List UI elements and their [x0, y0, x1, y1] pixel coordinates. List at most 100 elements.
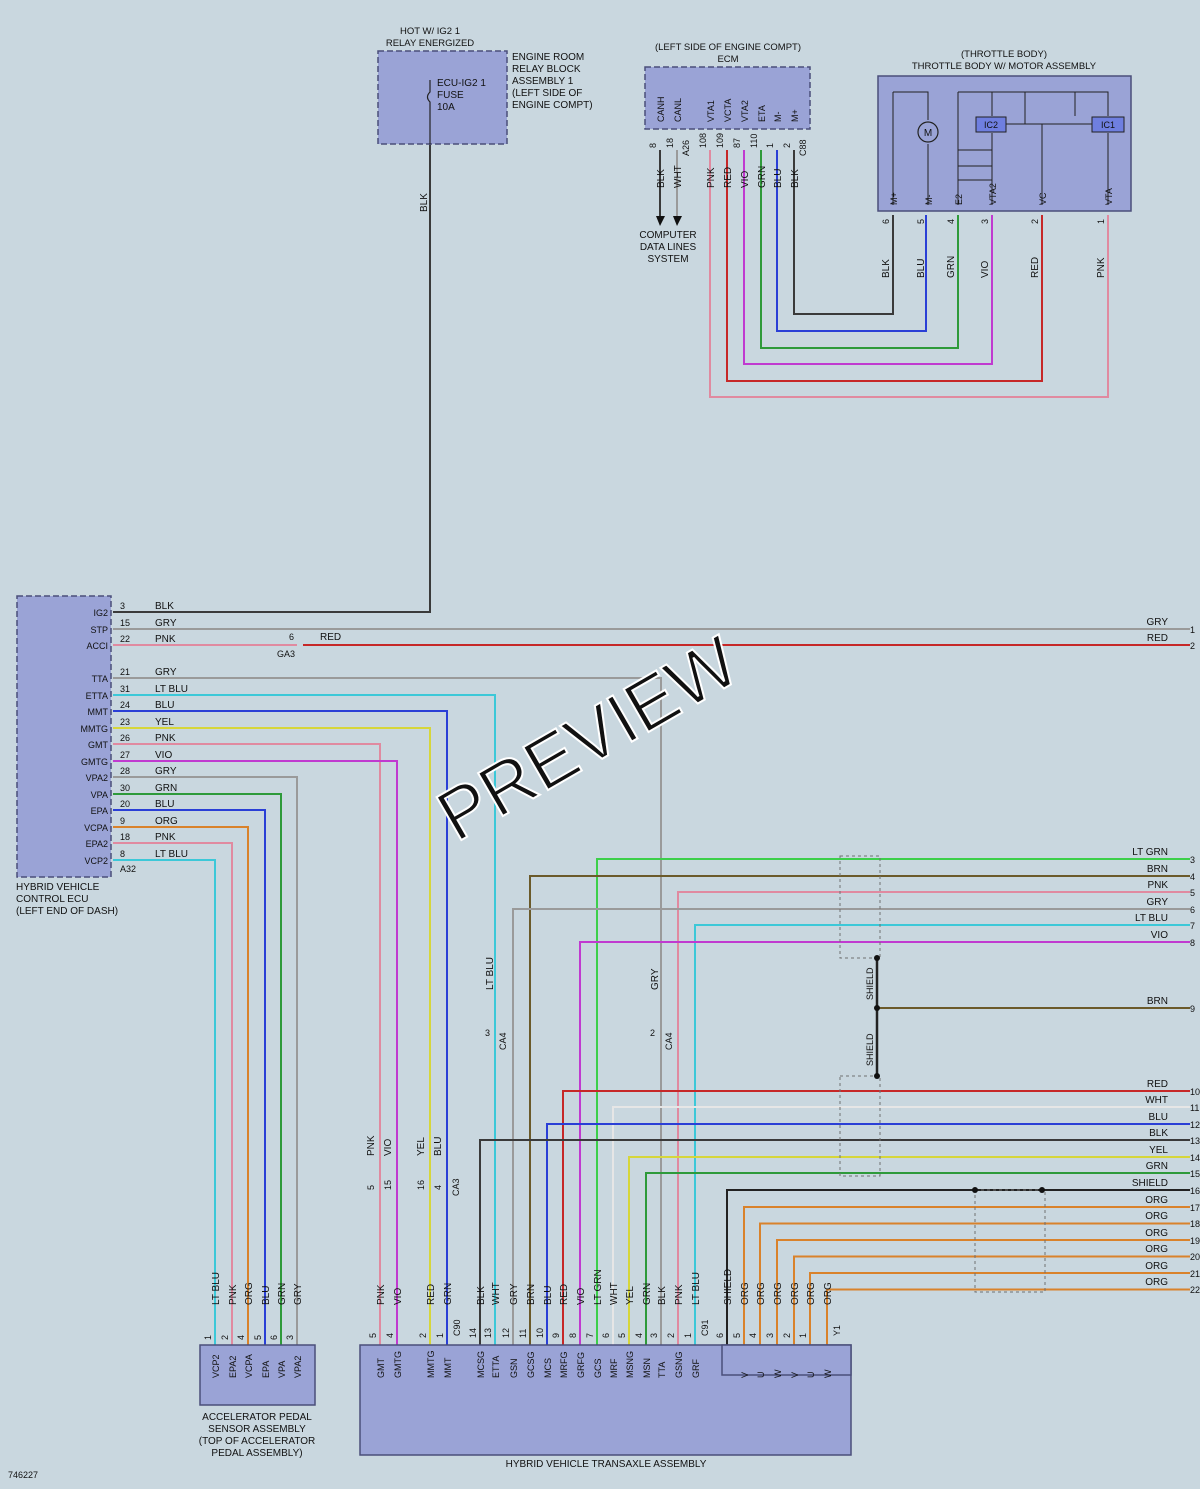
wire-mminus [776, 150, 927, 332]
ca4-wire-1: LT BLU [485, 957, 496, 990]
hv-ecu-pin-number: 21 [120, 667, 130, 677]
pedal-label-3: (TOP OF ACCELERATOR [199, 1436, 316, 1447]
right-terminal-wire-color: BLU [1149, 1112, 1168, 1123]
wire-mmt [113, 710, 448, 1345]
right-terminal-wire-color: PNK [1147, 880, 1168, 891]
ecm-pin-number: 108 [698, 133, 708, 148]
ca4-pin-3: 3 [485, 1028, 490, 1038]
transaxle-pin-name: GRF [691, 1359, 701, 1379]
right-terminal-wire-color: GRY [1147, 617, 1169, 628]
hv-ecu-pin-number: 23 [120, 717, 130, 727]
ecm-pin-name: CANH [656, 96, 666, 122]
right-terminal-wire-color: VIO [1151, 930, 1168, 941]
transaxle-pin-number: 3 [765, 1333, 775, 1338]
transaxle-pin-name: GSN [509, 1358, 519, 1378]
hv-ecu-pin-name: VCP2 [84, 856, 108, 866]
ca4-wire-2: GRY [650, 968, 661, 990]
wire-vcpa [113, 826, 249, 1345]
shield-label-2: SHIELD [865, 1033, 875, 1066]
transaxle-pin-name: MSN [642, 1358, 652, 1378]
fuse-label-2: FUSE [437, 90, 464, 101]
transaxle-wire-color: PNK [376, 1284, 387, 1305]
hv-ecu-pin-number: 30 [120, 783, 130, 793]
arrow-down-icon [656, 216, 665, 226]
wire-mrf [612, 1106, 1190, 1345]
transaxle-pin-name: MCS [543, 1358, 553, 1378]
transaxle-pin-name: W [773, 1369, 783, 1378]
relay-wire-color: BLK [419, 193, 430, 212]
pedal-box [199, 1344, 316, 1406]
transaxle-pin-number: 5 [617, 1333, 627, 1338]
transaxle-pin-number: 2 [666, 1333, 676, 1338]
wire-e2 [760, 150, 959, 349]
pedal-label-1: ACCELERATOR PEDAL [202, 1412, 312, 1423]
right-terminal-wire-color: ORG [1145, 1244, 1168, 1255]
transaxle-pin-number: 4 [385, 1333, 395, 1338]
transaxle-pin-number: 8 [568, 1333, 578, 1338]
throttle-pin-number: 6 [881, 219, 891, 224]
ca3-pin-number: 16 [416, 1180, 426, 1190]
c90-label: C90 [452, 1319, 462, 1336]
transaxle-pin-number: 7 [585, 1333, 595, 1338]
hv-ecu-wire-color: GRN [155, 783, 177, 794]
hv-ecu-box [16, 595, 112, 878]
transaxle-pin-name: MSNG [625, 1351, 635, 1378]
wire-vcp2 [113, 859, 216, 1345]
right-terminal-wire-color: BRN [1147, 864, 1168, 875]
ca3-wire-color: BLU [433, 1137, 444, 1156]
pedal-pin-number: 6 [269, 1335, 279, 1340]
ecm-header-2: ECM [717, 54, 738, 65]
ecm-header-1: (LEFT SIDE OF ENGINE COMPT) [655, 42, 801, 53]
hv-ecu-pin-number: 24 [120, 700, 130, 710]
transaxle-wire-color: BLU [543, 1286, 554, 1305]
ecm-pin-number: 1 [765, 143, 775, 148]
throttle-pin-name: E2 [954, 194, 964, 205]
throttle-pin-name: M- [924, 195, 934, 206]
right-terminal-wire-color: BRN [1147, 996, 1168, 1007]
ca3-wire-color: YEL [416, 1137, 427, 1156]
fuse-label-1: ECU-IG2 1 [437, 78, 486, 89]
throttle-wire-color: BLU [916, 259, 927, 278]
wire-gmt [113, 743, 381, 1345]
ecm-pin-name: VTA2 [740, 100, 750, 122]
right-terminal-wire-color: ORG [1145, 1228, 1168, 1239]
right-terminal-number: 18 [1190, 1219, 1200, 1229]
transaxle-pin-number: 4 [634, 1333, 644, 1338]
hv-ecu-pin-number: 31 [120, 684, 130, 694]
throttle-pin-name: VC [1038, 192, 1048, 205]
shield-junction [874, 1005, 880, 1011]
ic1-label: IC1 [1101, 120, 1115, 130]
hv-ecu-pin-number: 27 [120, 750, 130, 760]
pedal-label-2: SENSOR ASSEMBLY [208, 1424, 306, 1435]
throttle-wire-color: VIO [980, 261, 991, 278]
transaxle-pin-name: V [740, 1372, 750, 1378]
right-terminal-wire-color: ORG [1145, 1211, 1168, 1222]
hv-ecu-wire-color: PNK [155, 832, 176, 843]
wire-vpa2 [113, 776, 298, 1345]
hv-ecu-pin-name: STP [90, 625, 108, 635]
ecm-pin-name: CANL [673, 98, 683, 122]
transaxle-pin-name: ETTA [491, 1356, 501, 1378]
ic2-chip [975, 116, 1007, 133]
right-terminal-wire-color: ORG [1145, 1195, 1168, 1206]
hv-ecu-pin-number: 8 [120, 849, 125, 859]
wire-gsng [677, 891, 1190, 1345]
transaxle-pin-number: 6 [601, 1333, 611, 1338]
ecm-wire-color: BLK [790, 169, 801, 188]
hv-ecu-pin-name: ACCI [86, 641, 108, 651]
transaxle-wire-color: LT BLU [691, 1272, 702, 1305]
pedal-pin-name: EPA2 [228, 1356, 238, 1378]
relay-label-4: (LEFT SIDE OF [512, 88, 582, 99]
throttle-pin-number: 4 [946, 219, 956, 224]
relay-block: HOT W/ IG2 1 RELAY ENERGIZED ECU-IG2 1 F… [377, 26, 593, 212]
transaxle-wire-color: VIO [576, 1288, 587, 1305]
wire-shield-16 [726, 1189, 1190, 1345]
transaxle-wire-color: RED [559, 1284, 570, 1305]
wire-gcsg [529, 875, 1190, 1345]
right-terminal-number: 14 [1190, 1153, 1200, 1163]
right-terminal-wire-color: SHIELD [1132, 1178, 1168, 1189]
hv-ecu-pin-name: VPA2 [86, 773, 108, 783]
wire-motor-phase [793, 1255, 1190, 1345]
wire-motor-phase [826, 1288, 1190, 1345]
